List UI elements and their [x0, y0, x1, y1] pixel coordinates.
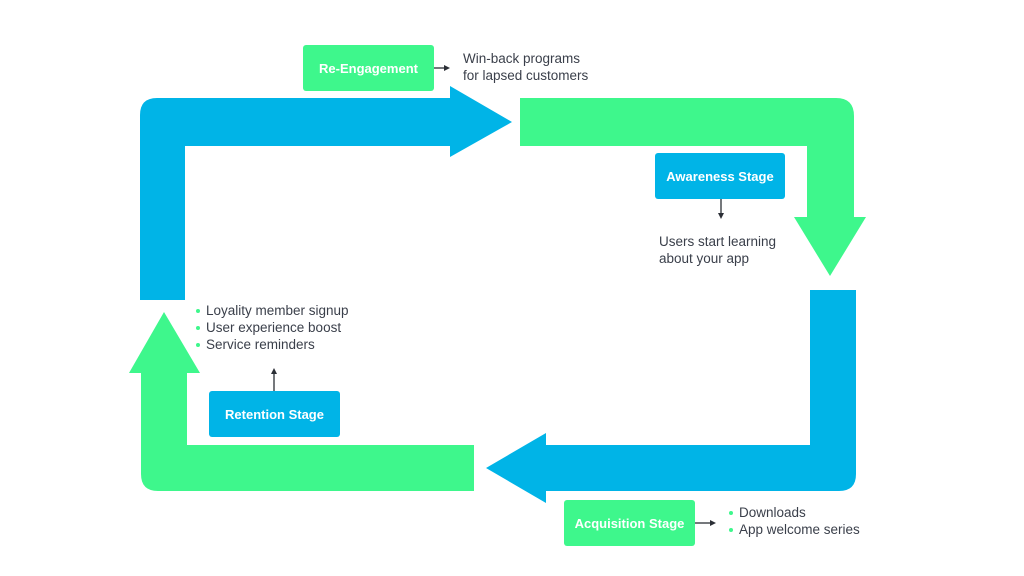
- arrow-top-right-green: [520, 98, 866, 276]
- reengagement-note-line: for lapsed customers: [463, 68, 589, 83]
- retention-stage-box: Retention Stage: [209, 391, 340, 437]
- awareness-note: Users start learning about your app: [659, 233, 776, 267]
- retention-bullet: Loyality member signup: [196, 302, 349, 319]
- acquisition-bullet: App welcome series: [729, 521, 860, 538]
- retention-bullet: User experience boost: [196, 319, 349, 336]
- connector-reengagement: [434, 65, 450, 71]
- arrow-bottom-left-green: [129, 312, 474, 491]
- arrow-bottom-right-blue: [486, 290, 856, 503]
- connector-awareness: [718, 199, 724, 219]
- acquisition-stage-box: Acquisition Stage: [564, 500, 695, 546]
- connector-retention: [271, 368, 277, 391]
- awareness-note-line: about your app: [659, 251, 750, 266]
- reengagement-note-line: Win-back programs: [463, 51, 581, 66]
- retention-bullets: Loyality member signup User experience b…: [196, 302, 349, 353]
- acquisition-bullet: Downloads: [729, 504, 860, 521]
- reengagement-note: Win-back programs for lapsed customers: [463, 50, 588, 84]
- awareness-stage-box: Awareness Stage: [655, 153, 785, 199]
- reengagement-stage-box: Re-Engagement: [303, 45, 434, 91]
- awareness-note-line: Users start learning: [659, 234, 777, 249]
- arrow-top-left-blue: [140, 86, 512, 300]
- retention-bullet: Service reminders: [196, 336, 349, 353]
- acquisition-bullets: Downloads App welcome series: [729, 504, 860, 538]
- connector-acquisition: [695, 520, 716, 526]
